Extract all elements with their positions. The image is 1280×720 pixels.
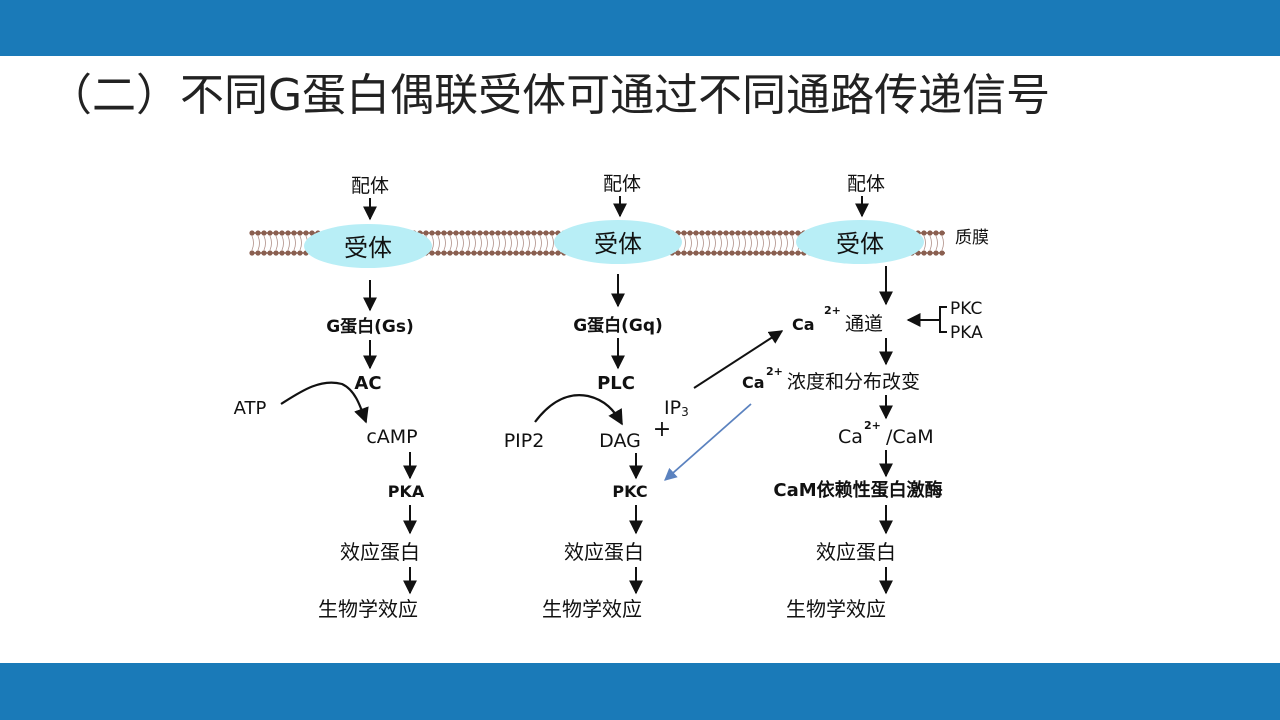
- plus-sign: +: [653, 417, 671, 442]
- pathway-gs: 配体 受体 G蛋白(Gs) AC ATP cAMP PKA 效应蛋白 生物学效应: [234, 175, 432, 621]
- channel-label: 通道: [845, 313, 883, 335]
- slide-title: （二）不同G蛋白偶联受体可通过不同通路传递信号: [48, 70, 1051, 121]
- ligand-label: 配体: [603, 173, 641, 195]
- ligand-label: 配体: [351, 175, 389, 197]
- receptor-ellipse: [796, 220, 924, 264]
- ip3-label: IP3: [664, 397, 689, 419]
- membrane-label: 质膜: [955, 228, 989, 248]
- ca-cam-superscript: 2+: [864, 419, 881, 432]
- ip3-to-channel-arrow: [693, 330, 784, 389]
- ca-channel-superscript: 2+: [824, 304, 841, 317]
- ligand-label: 配体: [847, 173, 885, 195]
- atp-conversion-arrow: [280, 381, 369, 424]
- ac-label: AC: [354, 373, 381, 394]
- receptor-label: 受体: [836, 230, 884, 258]
- regulator-bracket: [939, 306, 947, 333]
- receptor-ellipse: [304, 224, 432, 268]
- ca-channel-ca-label: Ca: [792, 315, 815, 334]
- ip3-main: IP: [664, 397, 681, 419]
- regulator-pkc-label: PKC: [950, 299, 982, 319]
- top-banner: [0, 0, 1280, 56]
- gs-protein-label: G蛋白(Gs): [326, 316, 414, 337]
- effector-protein-label: 效应蛋白: [340, 540, 420, 564]
- dag-label: DAG: [599, 430, 641, 452]
- effector-protein-label: 效应蛋白: [816, 540, 896, 564]
- camp-label: cAMP: [366, 426, 417, 448]
- ca-concentration-ca-label: Ca: [742, 373, 765, 392]
- ca-concentration-superscript: 2+: [766, 365, 783, 378]
- biological-effect-label: 生物学效应: [318, 597, 418, 621]
- effector-protein-label: 效应蛋白: [564, 540, 644, 564]
- ca-cam-ca-label: Ca: [838, 426, 863, 448]
- regulator-pka-label: PKA: [950, 323, 983, 343]
- cam-label: /CaM: [886, 426, 934, 448]
- concentration-change-label: 浓度和分布改变: [787, 371, 920, 393]
- pip2-label: PIP2: [504, 430, 545, 452]
- pathway-gq: 配体 受体 G蛋白(Gq) PLC PIP2 DAG + IP3 PKC 效应蛋…: [504, 173, 689, 621]
- calcium-to-pkc-arrow: [664, 403, 752, 481]
- plc-label: PLC: [597, 373, 635, 394]
- ip3-subscript: 3: [681, 405, 689, 419]
- bottom-banner: [0, 663, 1280, 720]
- biological-effect-label: 生物学效应: [786, 597, 886, 621]
- pathway-calcium: 配体 受体 Ca 2+ 通道 PKC PKA Ca 2+ 浓度和分布改变 Ca …: [742, 173, 983, 621]
- pka-label: PKA: [388, 482, 425, 501]
- atp-label: ATP: [234, 398, 267, 419]
- pip2-conversion-arrow: [534, 394, 623, 426]
- gq-protein-label: G蛋白(Gq): [573, 315, 663, 336]
- pkc-label: PKC: [612, 482, 647, 501]
- receptor-label: 受体: [594, 230, 642, 258]
- cam-kinase-label: CaM依赖性蛋白激酶: [773, 479, 942, 501]
- biological-effect-label: 生物学效应: [542, 597, 642, 621]
- receptor-label: 受体: [344, 234, 392, 262]
- receptor-ellipse: [554, 220, 682, 264]
